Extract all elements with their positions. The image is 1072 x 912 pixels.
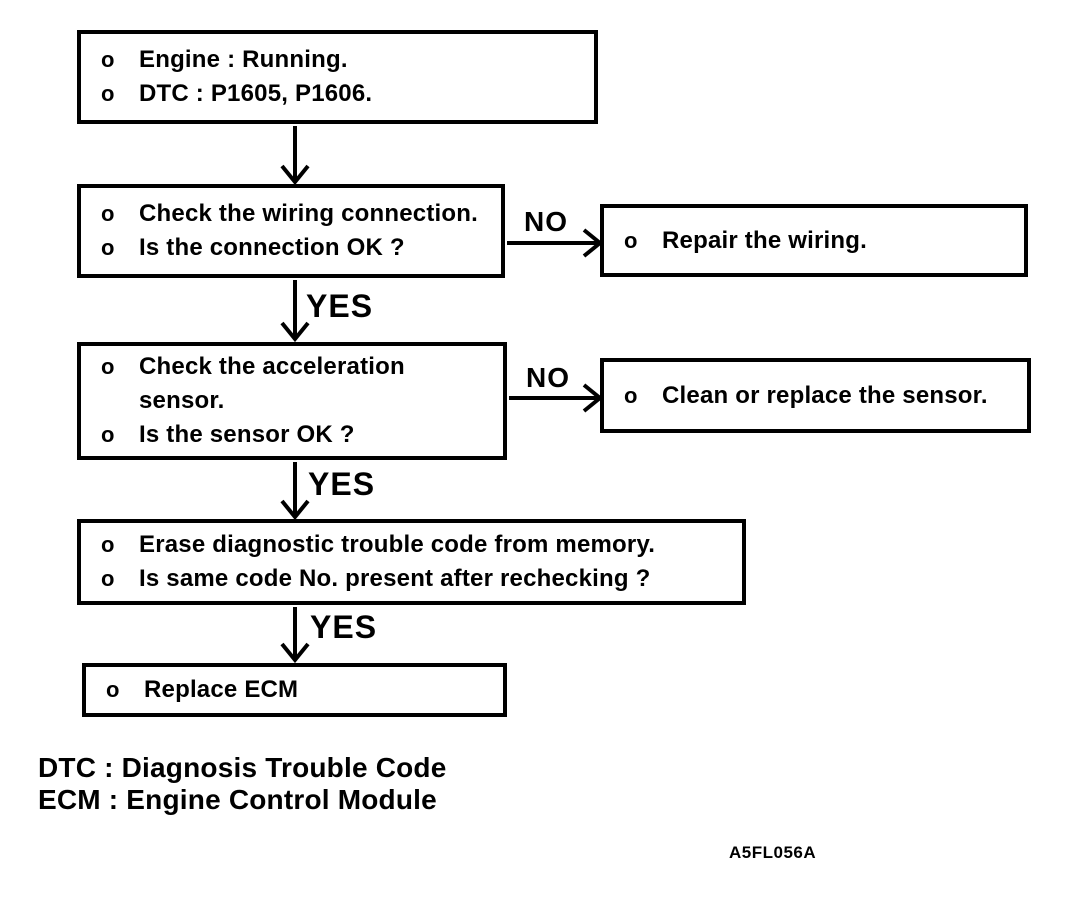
edge-label-no: NO	[526, 362, 570, 393]
node-erase-diagnostic-code: o Erase diagnostic trouble code from mem…	[77, 519, 746, 605]
bullet-marker: o	[101, 354, 115, 379]
step-text: Check the acceleration sensor.	[139, 353, 405, 414]
list-item: o Engine : Running.	[81, 43, 588, 77]
step-text: Is the connection OK ?	[139, 234, 405, 261]
list-item: o Check the acceleration sensor.	[81, 350, 497, 418]
figure-code: A5FL056A	[729, 843, 817, 862]
legend-dtc: DTC : Diagnosis Trouble Code	[38, 752, 447, 783]
bullet-marker: o	[101, 201, 115, 226]
bullet-marker: o	[624, 227, 638, 253]
node-clean-or-replace-sensor: o Clean or replace the sensor.	[600, 358, 1031, 433]
step-text: Engine : Running.	[139, 46, 348, 73]
node-check-acceleration-sensor: o Check the acceleration sensor. o Is th…	[77, 342, 507, 460]
step-text: Repair the wiring.	[662, 226, 867, 254]
list-item: o Is the connection OK ?	[81, 231, 495, 265]
list-item: o Clean or replace the sensor.	[604, 379, 1021, 413]
bullet-marker: o	[101, 235, 115, 260]
step-text: Is same code No. present after recheckin…	[139, 565, 651, 592]
list-item: o Is same code No. present after recheck…	[81, 562, 736, 596]
step-text: Check the wiring connection.	[139, 200, 478, 227]
bullet-marker: o	[101, 422, 115, 447]
step-text: Clean or replace the sensor.	[662, 381, 988, 409]
step-text: Replace ECM	[144, 676, 299, 703]
edge-label-yes: YES	[310, 609, 378, 645]
edge-label-yes: YES	[306, 288, 374, 324]
edge-label-yes: YES	[308, 466, 376, 502]
list-item: o DTC : P1605, P1606.	[81, 77, 588, 111]
node-replace-ecm: o Replace ECM	[82, 663, 507, 717]
node-start-conditions: o Engine : Running. o DTC : P1605, P1606…	[77, 30, 598, 124]
bullet-marker: o	[106, 677, 120, 702]
list-item: o Check the wiring connection.	[81, 197, 495, 231]
node-repair-wiring: o Repair the wiring.	[600, 204, 1028, 277]
list-item: o Is the sensor OK ?	[81, 418, 497, 452]
bullet-marker: o	[101, 47, 115, 72]
list-item: o Erase diagnostic trouble code from mem…	[81, 528, 736, 562]
arrow-yes-to-erase-code	[280, 462, 310, 521]
list-item: o Replace ECM	[86, 673, 497, 707]
legend-ecm: ECM : Engine Control Module	[38, 784, 437, 815]
step-text: Erase diagnostic trouble code from memor…	[139, 531, 656, 558]
step-text: Is the sensor OK ?	[139, 421, 355, 448]
arrow-start-to-check-wiring	[280, 126, 310, 186]
bullet-marker: o	[101, 532, 115, 557]
edge-label-no: NO	[524, 206, 568, 237]
bullet-marker: o	[624, 382, 638, 408]
bullet-marker: o	[101, 566, 115, 591]
arrow-yes-to-replace-ecm	[280, 607, 310, 664]
arrow-yes-to-check-sensor	[280, 280, 310, 343]
bullet-marker: o	[101, 81, 115, 106]
node-check-wiring: o Check the wiring connection. o Is the …	[77, 184, 505, 278]
step-text: DTC : P1605, P1606.	[139, 80, 373, 107]
abbreviation-legend: DTC : Diagnosis Trouble Code ECM : Engin…	[38, 752, 447, 816]
list-item: o Repair the wiring.	[604, 224, 1018, 258]
